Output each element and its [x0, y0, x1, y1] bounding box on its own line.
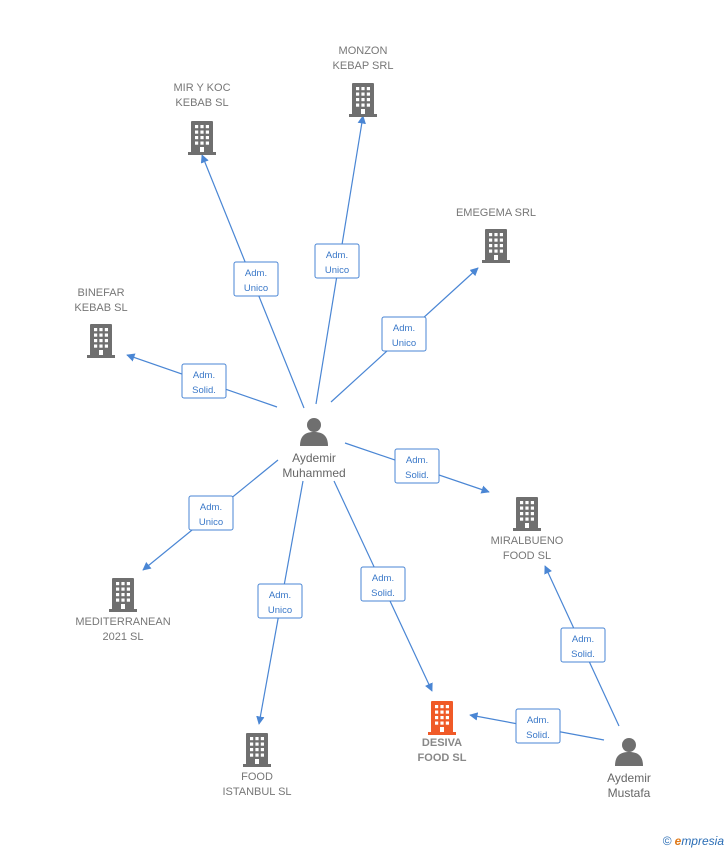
company-desiva-label: DESIVA: [422, 737, 462, 749]
edge-role-text: Unico: [199, 517, 223, 528]
edge-role-text: Solid.: [371, 588, 395, 599]
edge-role-text: Unico: [268, 605, 292, 616]
company-binefar-label: BINEFAR: [77, 287, 124, 299]
edge-role-text: Solid.: [571, 649, 595, 660]
company-node-monzon[interactable]: MONZON KEBAP SRL: [333, 45, 394, 117]
footer-brand: ©empresia: [663, 834, 724, 848]
edge-role-text: Adm.: [406, 455, 428, 466]
edge-role-text: Adm.: [326, 250, 348, 261]
company-node-desiva[interactable]: DESIVA FOOD SL: [418, 701, 467, 764]
edge-role-badge[interactable]: Adm. Solid.: [181, 363, 227, 399]
edge-role-text: Solid.: [405, 470, 429, 481]
copyright-symbol: ©: [662, 834, 672, 848]
company-miralbueno-label: MIRALBUENO: [491, 535, 564, 547]
edge-role-text: Solid.: [192, 385, 216, 396]
person-aydemir_mustafa-label: Aydemir: [607, 771, 651, 785]
person-icon: [615, 738, 643, 766]
person-aydemir_muhammed-label: Muhammed: [282, 466, 345, 480]
edge-role-badge[interactable]: Adm. Solid.: [515, 708, 561, 744]
edge-role-badge[interactable]: Adm. Unico: [188, 495, 234, 531]
building-icon: [349, 83, 377, 117]
edge-role-badge[interactable]: Adm. Unico: [314, 243, 360, 279]
company-desiva-label: FOOD SL: [418, 752, 467, 764]
edge-role-text: Adm.: [200, 502, 222, 513]
company-mir_y_koc-label: KEBAB SL: [175, 97, 228, 109]
company-mediterranean-label: MEDITERRANEAN: [75, 616, 170, 628]
edge-role-text: Adm.: [527, 715, 549, 726]
person-aydemir_mustafa-label: Mustafa: [608, 786, 651, 800]
company-food_istanbul-label: FOOD: [241, 771, 273, 783]
building-icon: [482, 229, 510, 263]
company-node-binefar[interactable]: BINEFAR KEBAB SL: [74, 287, 128, 358]
company-emegema-label: EMEGEMA SRL: [456, 207, 536, 219]
edge-role-badge[interactable]: Adm. Unico: [257, 583, 303, 619]
brand-initial: e: [674, 834, 682, 848]
building-icon: [513, 497, 541, 531]
brand-name: mpresia: [681, 834, 724, 848]
edge-role-text: Solid.: [526, 730, 550, 741]
edge-role-text: Adm.: [572, 634, 594, 645]
company-node-mir_y_koc[interactable]: MIR Y KOC KEBAB SL: [173, 82, 231, 155]
company-node-mediterranean[interactable]: MEDITERRANEAN 2021 SL: [75, 578, 171, 643]
building-icon: [243, 733, 271, 767]
edge-role-text: Adm.: [393, 323, 415, 334]
edge-role-text: Adm.: [269, 590, 291, 601]
building-icon: [188, 121, 216, 155]
company-node-emegema[interactable]: EMEGEMA SRL: [456, 207, 536, 263]
company-monzon-label: MONZON: [339, 45, 388, 57]
company-mir_y_koc-label: MIR Y KOC: [173, 82, 230, 94]
company-monzon-label: KEBAP SRL: [333, 60, 394, 72]
company-node-miralbueno[interactable]: MIRALBUENO FOOD SL: [491, 497, 564, 562]
edge-role-text: Adm.: [193, 370, 215, 381]
edge-role-text: Unico: [392, 338, 416, 349]
building-icon: [109, 578, 137, 612]
edge-role-badge[interactable]: Adm. Solid.: [560, 627, 606, 663]
edge-role-text: Adm.: [372, 573, 394, 584]
company-node-food_istanbul[interactable]: FOOD ISTANBUL SL: [222, 733, 292, 798]
edge-role-text: Unico: [325, 265, 349, 276]
person-icon: [300, 418, 328, 446]
edge-role-badge[interactable]: Adm. Solid.: [360, 566, 406, 602]
edge-role-badge[interactable]: Adm. Unico: [381, 316, 427, 352]
edge-role-badge[interactable]: Adm. Unico: [233, 261, 279, 297]
edge-role-text: Unico: [244, 283, 268, 294]
company-miralbueno-label: FOOD SL: [503, 550, 551, 562]
company-mediterranean-label: 2021 SL: [103, 631, 144, 643]
company-binefar-label: KEBAB SL: [74, 302, 127, 314]
edge-role-text: Adm.: [245, 268, 267, 279]
edge-role-badge[interactable]: Adm. Solid.: [394, 448, 440, 484]
building-icon: [87, 324, 115, 358]
person-aydemir_muhammed-label: Aydemir: [292, 451, 336, 465]
building-icon: [428, 701, 456, 735]
company-food_istanbul-label: ISTANBUL SL: [222, 786, 291, 798]
